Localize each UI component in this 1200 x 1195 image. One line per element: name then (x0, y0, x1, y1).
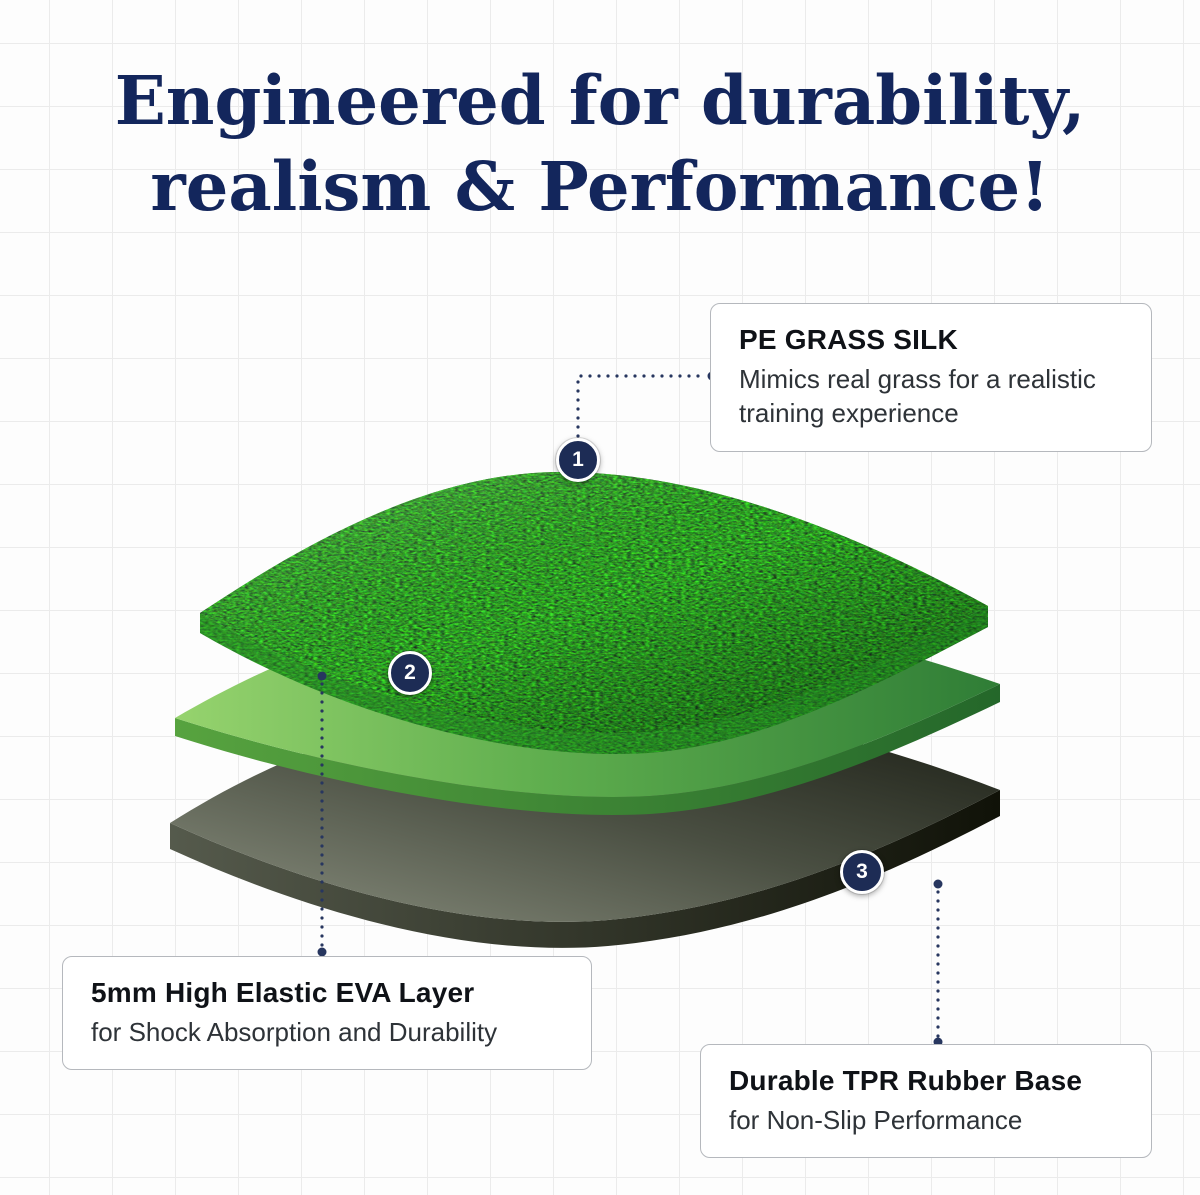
eva-edge (175, 684, 1000, 816)
callout-eva-layer: 5mm High Elastic EVA Layer for Shock Abs… (62, 956, 592, 1071)
callout-tpr-base: Durable TPR Rubber Base for Non-Slip Per… (700, 1044, 1152, 1159)
connector-line-1 (576, 374, 706, 438)
callout-grass-silk: PE GRASS SILK Mimics real grass for a re… (710, 303, 1152, 452)
tpr-edge (170, 790, 1000, 948)
callout-eva-layer-description: for Shock Absorption and Durability (91, 1017, 498, 1047)
badge-2-number: 2 (404, 661, 416, 684)
callout-tpr-base-title: Durable TPR Rubber Base (729, 1065, 1083, 1096)
connector-dot-3a (933, 879, 943, 889)
connector-dot-2b (317, 947, 327, 957)
badge-3-number: 3 (856, 860, 868, 883)
grass-edge-texture (200, 606, 988, 755)
page-title-line-1: Engineered for durability, (114, 61, 1086, 140)
layer-number-badge-3: 3 (840, 850, 884, 894)
badge-1-number: 1 (572, 448, 584, 471)
callout-eva-layer-title: 5mm High Elastic EVA Layer (91, 977, 475, 1008)
page-title: Engineered for durability, realism & Per… (0, 58, 1200, 230)
callout-grass-silk-description: Mimics real grass for a realistic traini… (739, 364, 1096, 429)
callout-tpr-base-description: for Non-Slip Performance (729, 1105, 1023, 1135)
callout-grass-silk-title: PE GRASS SILK (739, 324, 958, 355)
page-title-line-2: realism & Performance! (150, 146, 1050, 226)
connector-dot-2a (317, 671, 327, 681)
layer-number-badge-2: 2 (388, 651, 432, 695)
layer-number-badge-1: 1 (556, 438, 600, 482)
